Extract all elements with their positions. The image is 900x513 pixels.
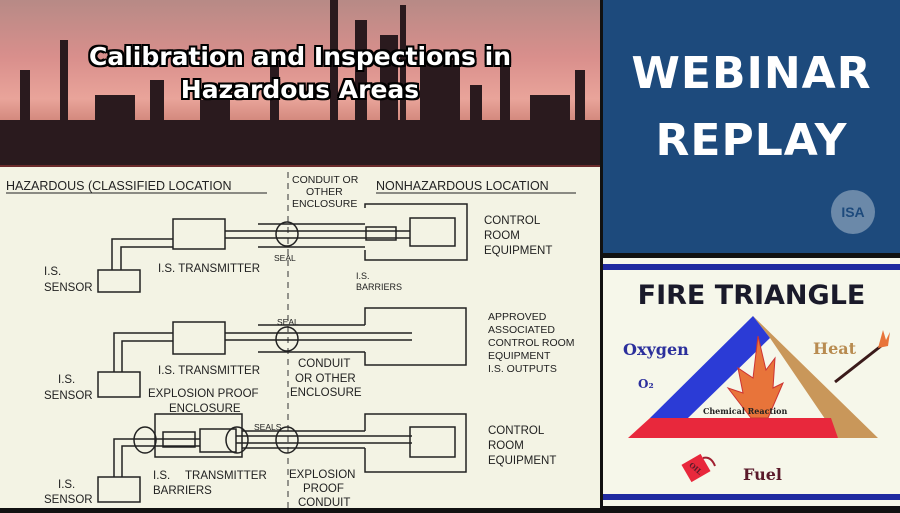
barriers-label: BARRIERS xyxy=(356,282,402,292)
oil-can-icon: OIL xyxy=(681,453,716,483)
transmitter-label: I.S. TRANSMITTER xyxy=(158,263,260,275)
equipment-label: ASSOCIATED xyxy=(488,324,555,336)
refinery-photo-banner: Calibration and Inspections in Hazardous… xyxy=(0,0,600,165)
equipment-label: EQUIPMENT xyxy=(484,245,552,257)
nonhazardous-location-label: NONHAZARDOUS LOCATION xyxy=(376,179,549,193)
flame-icon xyxy=(726,335,784,419)
barriers-label: I.S. xyxy=(153,470,170,482)
title-line-2: Hazardous Areas xyxy=(180,75,420,104)
conduit-label: OTHER xyxy=(306,186,343,198)
seal xyxy=(275,221,299,247)
divider xyxy=(603,494,900,500)
equipment-label: APPROVED xyxy=(488,311,547,323)
equipment-label: CONTROL xyxy=(484,215,541,227)
oxygen-label: Oxygen xyxy=(623,340,689,359)
title-line-1: Calibration and Inspections in xyxy=(88,42,511,71)
divider xyxy=(603,264,900,270)
seal-label: SEAL xyxy=(277,317,299,327)
fuel-label: Fuel xyxy=(743,465,782,484)
conduit-label: CONDUIT OR xyxy=(292,174,359,186)
heat-side xyxy=(753,316,878,438)
equipment-label: CONTROL ROOM xyxy=(488,337,575,349)
webinar-text: WEBINAR xyxy=(631,48,872,99)
enclosure-label: ENCLOSURE xyxy=(169,403,241,415)
heat-label: Heat xyxy=(813,339,857,358)
equipment-label: I.S. OUTPUTS xyxy=(488,363,557,375)
fire-triangle-title: FIRE TRIANGLE xyxy=(637,280,866,311)
sensor-label: I.S. xyxy=(58,374,75,386)
seal-label: SEAL xyxy=(274,253,296,263)
transmitter-label: TRANSMITTER xyxy=(185,470,267,482)
conduit-label: CONDUIT xyxy=(298,497,350,508)
enclosure-label: EXPLOSION PROOF xyxy=(148,388,259,400)
fire-triangle-graphic: Chemical Reaction Oxygen O₂ Heat OIL Fue… xyxy=(623,316,890,484)
sensor-label: SENSOR xyxy=(44,390,93,402)
transmitter-label: I.S. TRANSMITTER xyxy=(158,365,260,377)
equipment-label: EQUIPMENT xyxy=(488,350,551,362)
fuel-side xyxy=(628,418,838,438)
hazardous-location-label: HAZARDOUS (CLASSIFIED LOCATION xyxy=(6,179,232,193)
conduit-label: PROOF xyxy=(303,483,344,495)
match-flame-icon xyxy=(878,330,890,348)
webinar-title: Calibration and Inspections in Hazardous… xyxy=(0,40,600,106)
seals-label: SEALS xyxy=(254,422,282,432)
sensor-label: I.S. xyxy=(58,479,75,491)
conduit-label: ENCLOSURE xyxy=(290,387,362,399)
wiring-diagram-svg: HAZARDOUS (CLASSIFIED LOCATION NONHAZARD… xyxy=(6,172,576,509)
fire-triangle-panel: FIRE TRIANGLE Chemical Reaction Oxygen O… xyxy=(603,258,900,506)
refinery-silhouette xyxy=(0,0,600,165)
equipment-label: EQUIPMENT xyxy=(488,455,556,467)
replay-text: REPLAY xyxy=(655,115,848,166)
sensor-label: SENSOR xyxy=(44,282,93,294)
equipment-label: ROOM xyxy=(488,440,524,452)
sensor-box xyxy=(97,269,141,293)
transmitter-box xyxy=(172,218,226,250)
barriers-label: BARRIERS xyxy=(153,485,212,497)
hazardous-area-wiring-diagram: HAZARDOUS (CLASSIFIED LOCATION NONHAZARD… xyxy=(0,165,600,509)
isa-logo: ISA xyxy=(831,190,875,234)
conduit-label: EXPLOSION xyxy=(289,469,355,481)
match-icon xyxy=(834,344,882,384)
oxygen-side xyxy=(650,316,770,418)
chemical-reaction-label: Chemical Reaction xyxy=(703,406,788,416)
conduit-label: OR OTHER xyxy=(295,373,356,385)
sensor-label: I.S. xyxy=(44,266,61,278)
equipment-label: ROOM xyxy=(484,230,520,242)
o2-label: O₂ xyxy=(638,377,654,391)
sensor-label: SENSOR xyxy=(44,494,93,506)
equipment-label: CONTROL xyxy=(488,425,545,437)
barriers-label: I.S. xyxy=(356,271,370,281)
conduit-label: ENCLOSURE xyxy=(292,198,357,210)
conduit-label: CONDUIT xyxy=(298,358,350,370)
webinar-replay-panel: WEBINAR REPLAY ISA xyxy=(603,0,900,253)
